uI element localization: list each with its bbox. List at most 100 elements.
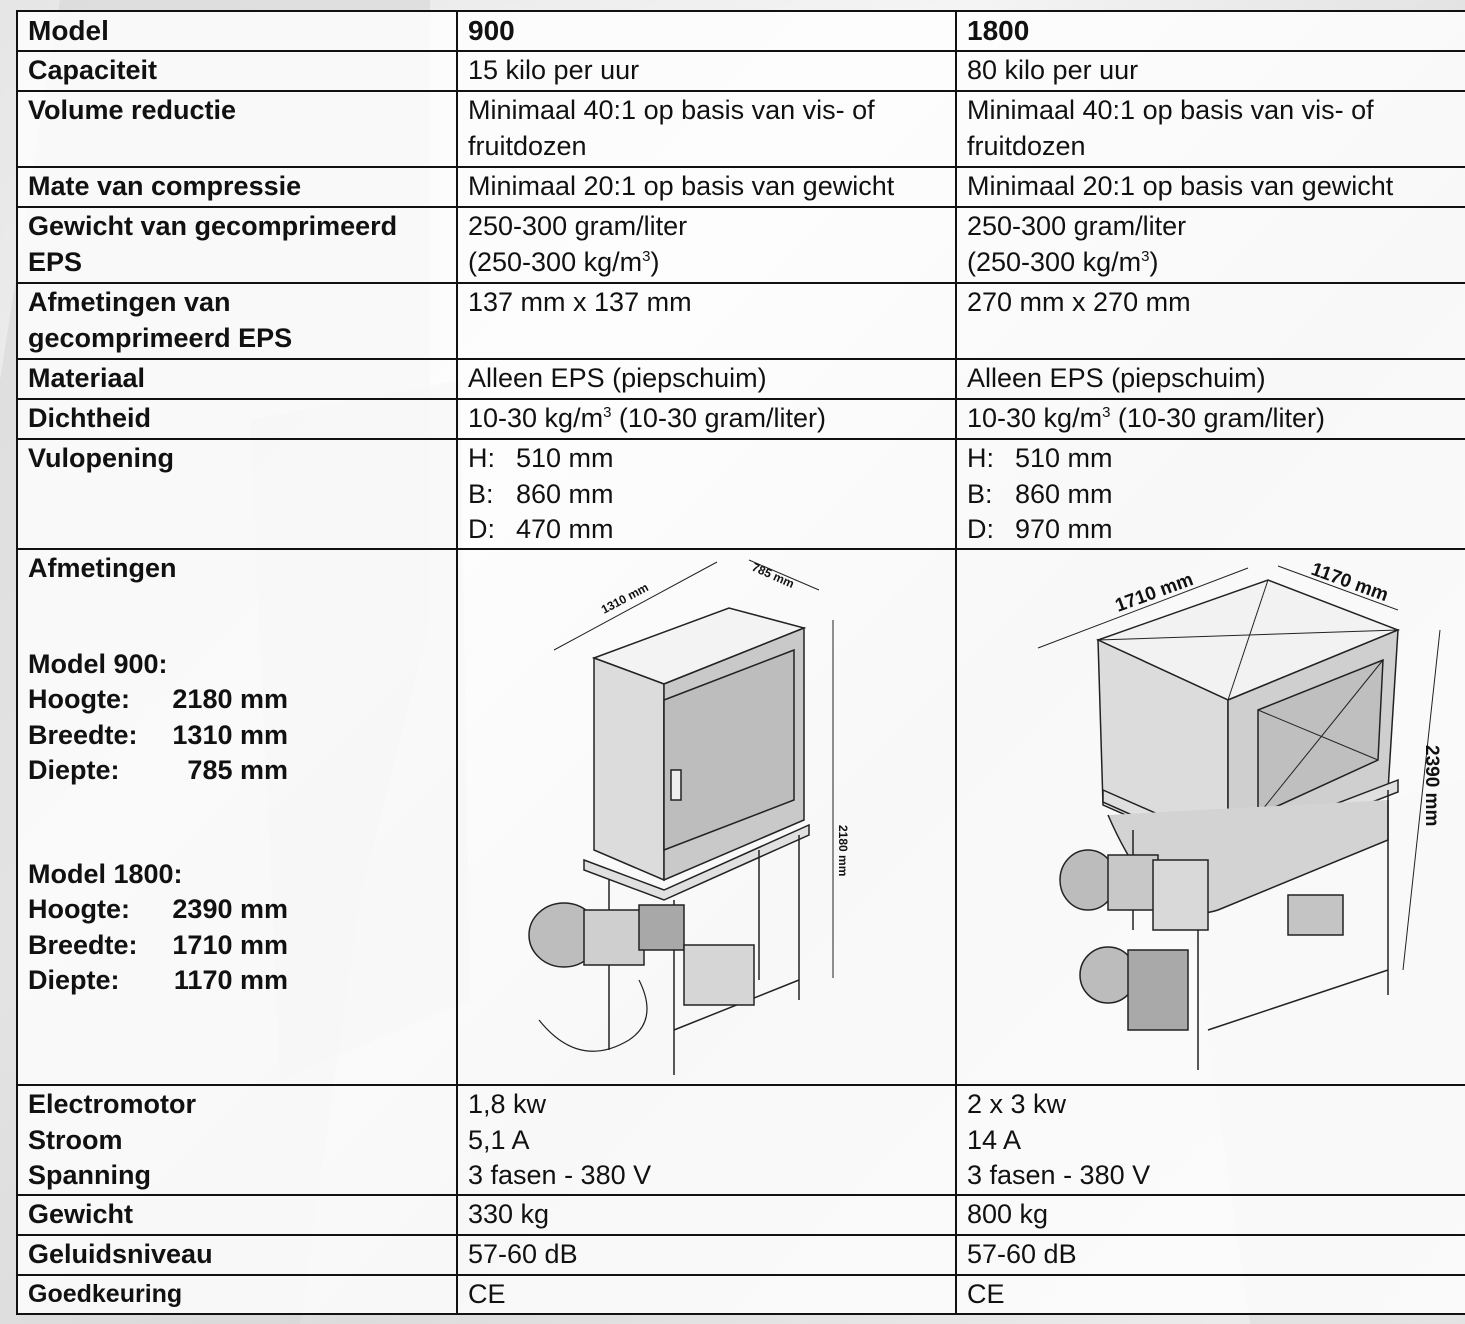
row-vulopening: Vulopening H:510 mm B:860 mm D:470 mm H:… (16, 438, 1465, 550)
machine-1800-drawing: 1710 mm 1170 mm 2390 mm (1037, 559, 1442, 1070)
cell-1800: 57-60 dB (955, 1234, 1465, 1276)
table-header-row: Model 900 1800 (16, 10, 1465, 52)
cell-900: Minimaal 40:1 op basis van vis- of fruit… (456, 90, 957, 168)
vul-key: B: (468, 478, 494, 509)
dim-value: 1310 mm (172, 719, 288, 750)
vul-value: 470 mm (516, 514, 614, 544)
cell-1800: H: 510 mm B: 860 mm D:970 mm (955, 438, 1465, 550)
cell-line: 250-300 gram/liter (967, 211, 1187, 241)
dim-depth-label: 785 mm (750, 560, 797, 591)
cell-1800: Minimaal 20:1 op basis van gewicht (955, 166, 1465, 208)
cell-line: 14 A (967, 1124, 1022, 1155)
dim-key: Diepte: (28, 755, 120, 785)
dim-line: Diepte: 785 mm (28, 753, 446, 789)
cell-1800: 250-300 gram/liter (250-300 kg/m3) (955, 206, 1465, 284)
value-text: ) (650, 246, 660, 277)
dim-value: 2390 mm (172, 894, 288, 924)
row-label: Dichtheid (16, 398, 458, 440)
cell-900: 15 kilo per uur (456, 50, 957, 92)
value-text: 10-30 kg/m (468, 403, 604, 433)
dim-key: Hoogte: (28, 684, 130, 714)
vul-key: D: (468, 514, 495, 544)
header-model-900: 900 (456, 10, 957, 52)
cell-900: H: 510 mm B: 860 mm D: 470 mm (456, 438, 957, 550)
vul-value: 860 mm (516, 478, 614, 509)
row-label: Gewicht van gecomprimeerd EPS (16, 206, 458, 284)
vul-line: B: 860 mm (967, 477, 1465, 513)
model-1800-title: Model 1800: (28, 858, 183, 889)
row-label: Mate van compressie (16, 166, 458, 208)
cell-line: 3 fasen - 380 V (967, 1160, 1151, 1190)
vul-key: B: (967, 478, 993, 509)
row-motor: Electromotor Stroom Spanning 1,8 kw 5,1 … (16, 1084, 1465, 1196)
row-gewicht-eps: Gewicht van gecomprimeerd EPS 250-300 gr… (16, 206, 1465, 284)
dim-line: Breedte:1310 mm (28, 718, 446, 754)
row-label-line: Gewicht van gecomprimeerd (28, 211, 398, 241)
value-text: 10-30 kg/m (967, 403, 1103, 433)
value-text: ) (1149, 246, 1159, 277)
row-label: Afmetingen van gecomprimeerd EPS (16, 282, 458, 360)
cell-line: 5,1 A (468, 1124, 530, 1155)
row-geluidsniveau: Geluidsniveau 57-60 dB 57-60 dB (16, 1234, 1465, 1276)
cell-1800: 80 kilo per uur (955, 50, 1465, 92)
row-volume-reductie: Volume reductie Minimaal 40:1 op basis v… (16, 90, 1465, 168)
cell-line: 250-300 gram/liter (468, 211, 688, 241)
spec-table: Model 900 1800 Capaciteit 15 kilo per uu… (16, 10, 1465, 1315)
model-900-title: Model 900: (28, 648, 168, 679)
row-afmetingen: Afmetingen Model 900: Hoogte:2180 mm Bre… (16, 548, 1465, 1086)
cell-1800: 270 mm x 270 mm (955, 282, 1465, 360)
dim-line: Hoogte:2390 mm (28, 892, 446, 928)
cell-line: fruitdozen (468, 130, 587, 161)
vul-line: H: 510 mm (468, 441, 945, 477)
vul-line: D: 470 mm (468, 512, 945, 548)
row-gewicht: Gewicht 330 kg 800 kg (16, 1194, 1465, 1236)
cell-900: 250-300 gram/liter (250-300 kg/m3) (456, 206, 957, 284)
vul-key: H: (967, 443, 994, 473)
cell-line: fruitdozen (967, 130, 1086, 161)
row-label-line: gecomprimeerd EPS (28, 322, 293, 353)
cell-900: 330 kg (456, 1194, 957, 1236)
cell-line: (250-300 kg/m3) (967, 245, 1465, 281)
row-label-line: Electromotor (28, 1089, 197, 1119)
row-goedkeuring: Goedkeuring CE CE (16, 1274, 1465, 1315)
superscript: 3 (642, 247, 651, 265)
dim-line: Breedte:1710 mm (28, 928, 446, 964)
cell-1800: 2 x 3 kw 14 A 3 fasen - 380 V (955, 1084, 1465, 1196)
superscript: 3 (1102, 404, 1111, 421)
afmetingen-title: Afmetingen (28, 553, 177, 583)
vul-key: H: (468, 443, 495, 473)
dim-height-label: 2390 mm (1421, 745, 1442, 826)
cell-line: Minimaal 40:1 op basis van vis- of (967, 95, 1374, 125)
vul-value: 510 mm (516, 443, 614, 473)
superscript: 3 (603, 404, 612, 421)
dim-height-label: 2180 mm (836, 825, 850, 876)
cell-line: 2 x 3 kw (967, 1089, 1067, 1119)
cell-900: 10-30 kg/m3 (10-30 gram/liter) (456, 398, 957, 440)
value-text: (10-30 gram/liter) (611, 403, 826, 433)
dim-key: Breedte: (28, 929, 138, 960)
row-dichtheid: Dichtheid 10-30 kg/m3 (10-30 gram/liter)… (16, 398, 1465, 440)
row-label-line: Spanning (28, 1160, 151, 1190)
cell-1800-drawing: 1710 mm 1170 mm 2390 mm (955, 548, 1465, 1086)
cell-900: 57-60 dB (456, 1234, 957, 1276)
cell-900: 1,8 kw 5,1 A 3 fasen - 380 V (456, 1084, 957, 1196)
value-text: (10-30 gram/liter) (1110, 403, 1325, 433)
cell-line: (250-300 kg/m3) (468, 245, 945, 281)
cell-1800: 10-30 kg/m3 (10-30 gram/liter) (955, 398, 1465, 440)
row-afmetingen-eps: Afmetingen van gecomprimeerd EPS 137 mm … (16, 282, 1465, 360)
machine-900-drawing: 1310 mm 785 mm 2180 mm (528, 559, 850, 1075)
vul-value: 510 mm (1015, 443, 1113, 473)
row-label: Materiaal (16, 358, 458, 400)
cell-900: Alleen EPS (piepschuim) (456, 358, 957, 400)
row-capaciteit: Capaciteit 15 kilo per uur 80 kilo per u… (16, 50, 1465, 92)
vul-line: D:970 mm (967, 512, 1465, 548)
row-compressie: Mate van compressie Minimaal 20:1 op bas… (16, 166, 1465, 208)
cell-line: 3 fasen - 380 V (468, 1160, 652, 1190)
dim-value: 785 mm (187, 755, 288, 785)
row-label: Geluidsniveau (16, 1234, 458, 1276)
dim-width-label: 1310 mm (599, 580, 651, 616)
cell-1800: 800 kg (955, 1194, 1465, 1236)
dim-line: Hoogte:2180 mm (28, 682, 446, 718)
dim-value: 1170 mm (173, 965, 288, 995)
vul-value: 860 mm (1015, 478, 1113, 509)
